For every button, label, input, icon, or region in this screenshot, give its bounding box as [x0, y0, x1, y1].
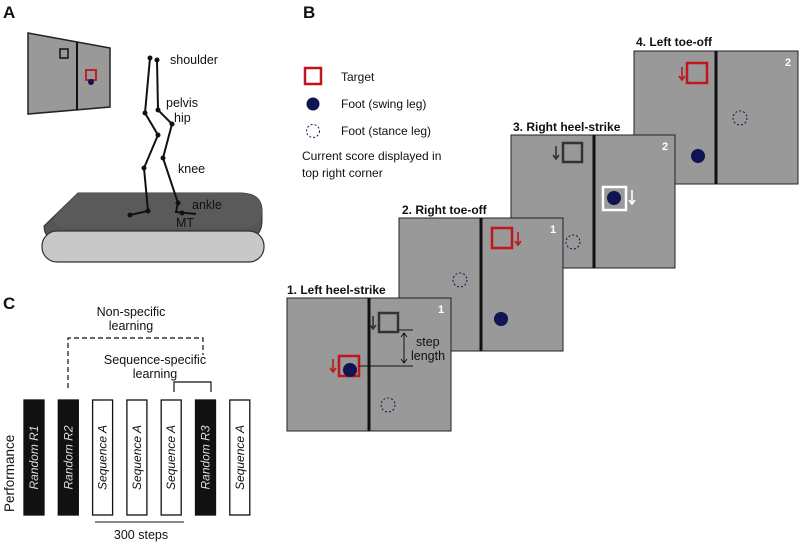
frame-2-title: 2. Right toe-off [402, 203, 488, 217]
block-1-label: Random R1 [27, 425, 41, 489]
label-ankle: ankle [192, 198, 222, 212]
screen-prev-target-icon [59, 48, 69, 59]
score-note-line2: top right corner [302, 166, 383, 180]
frame-4-score: 2 [785, 57, 791, 69]
specific-label-1: Sequence-specific [104, 353, 206, 367]
treadmill-roller [41, 230, 265, 263]
frame-4-down-arrow-icon [678, 67, 686, 82]
panel-c-letter: C [3, 294, 15, 313]
block-6-label: Random R3 [199, 425, 213, 489]
label-shoulder: shoulder [170, 53, 218, 67]
block-2-label: Random R2 [61, 425, 75, 489]
performance-axis-label: Performance [2, 435, 17, 512]
nonspecific-bracket [67, 337, 204, 388]
specific-label-2: learning [133, 367, 178, 381]
frame-2-score: 1 [550, 224, 556, 236]
treadmill [41, 192, 265, 263]
frame-1-title: 1. Left heel-strike [287, 283, 386, 297]
frame-1-down-arrow-icon [329, 359, 337, 374]
block-4 [126, 399, 148, 516]
step-length-label-1: step [416, 335, 440, 349]
label-mt: MT [176, 216, 194, 230]
legend-swing-foot-icon [306, 97, 320, 111]
frame-1-stance-foot-icon [380, 397, 396, 413]
frame-1-prev-arrow-icon [369, 316, 377, 331]
frame-3-stance-foot-icon [565, 234, 581, 250]
legend-target-icon [303, 66, 323, 86]
block-7 [229, 399, 251, 516]
frame-2-stance-foot-icon [452, 272, 468, 288]
block-1 [23, 399, 45, 516]
frame-4-target-icon [685, 61, 709, 85]
block-2 [57, 399, 79, 516]
step-length-arrow-icon [400, 332, 408, 364]
frame-1: 1. Left heel-strike 1 step length [286, 283, 452, 432]
frame-3-prev-target-icon [561, 141, 584, 164]
frame-3-prev-arrow-icon [552, 146, 560, 161]
frame-2-target-icon [490, 226, 514, 250]
frame-1-swing-foot-icon [343, 363, 357, 377]
label-pelvis: pelvis [166, 96, 198, 110]
frame-1-score: 1 [438, 304, 444, 316]
nonspecific-label-1: Non-specific [97, 305, 166, 319]
block-3 [91, 399, 114, 516]
block-5-label: Sequence A [164, 425, 178, 490]
legend-target-label: Target [341, 70, 375, 84]
frame-3-down-arrow-icon [628, 190, 636, 206]
frame-3-hit-target-icon [601, 185, 628, 212]
block-3-label: Sequence A [96, 425, 110, 490]
block-6 [194, 399, 217, 516]
frame-1-prev-target-icon [377, 311, 400, 334]
training-blocks: Random R1 Random R2 Sequence A Sequence A Se… [23, 399, 251, 516]
block-5 [160, 399, 182, 516]
frame-4-title: 4. Left toe-off [636, 35, 713, 49]
nonspecific-label-2: learning [109, 319, 154, 333]
frame-4-swing-foot-icon [691, 149, 705, 163]
step-length-label-2: length [411, 349, 445, 363]
legend-stance-foot-icon [306, 124, 320, 138]
frame-2-swing-foot-icon [494, 312, 508, 326]
stick-figure [129, 57, 197, 216]
frame-2-down-arrow-icon [514, 232, 522, 247]
specific-bracket [173, 381, 212, 392]
projection-screen [27, 32, 111, 115]
frame-3-title: 3. Right heel-strike [513, 120, 621, 134]
score-note-line1: Current score displayed in [302, 149, 441, 163]
block-7-label: Sequence A [233, 425, 247, 490]
frame-4-stance-foot-icon [732, 110, 748, 126]
steps-label: 300 steps [114, 528, 168, 542]
screen-foot-icon [88, 79, 94, 85]
label-hip: hip [174, 111, 191, 125]
frame-3-swing-foot-icon [607, 191, 621, 205]
panel-a-letter: A [3, 3, 15, 22]
legend-stance-label: Foot (stance leg) [341, 124, 431, 138]
joint-markers [127, 55, 185, 218]
label-knee: knee [178, 162, 205, 176]
block-4-label: Sequence A [130, 425, 144, 490]
panel-b-letter: B [303, 3, 315, 22]
legend: Target Foot (swing leg) Foot (stance leg… [302, 66, 441, 180]
frame-3-score: 2 [662, 141, 668, 153]
legend-swing-label: Foot (swing leg) [341, 97, 426, 111]
